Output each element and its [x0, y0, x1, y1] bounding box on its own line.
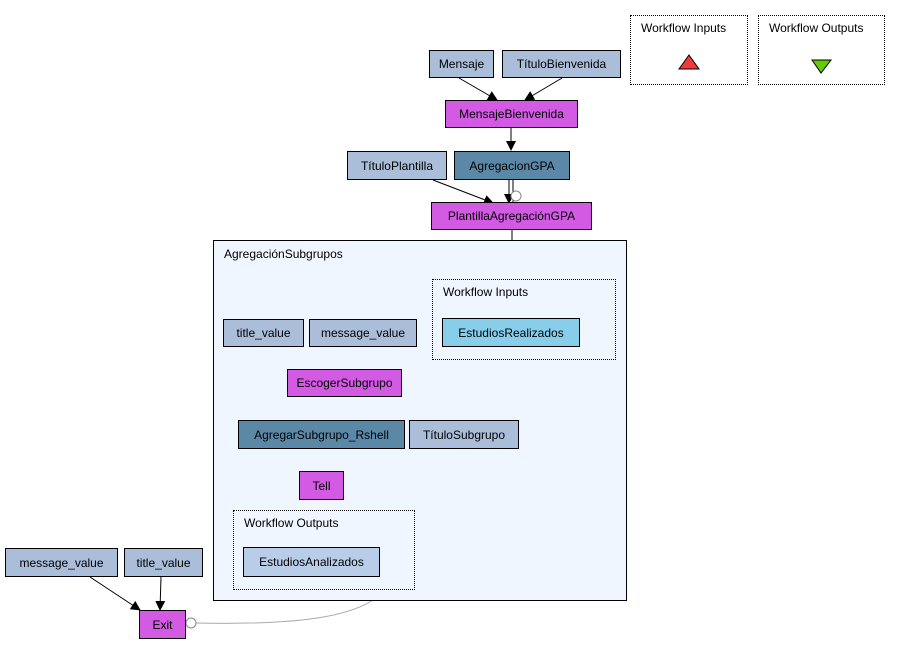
node-agregacion-gpa[interactable]: AgregacionGPA [454, 151, 570, 180]
node-titulo-subgrupo[interactable]: TítuloSubgrupo [409, 420, 519, 449]
node-tell[interactable]: Tell [299, 471, 344, 500]
node-title-value-outer[interactable]: title_value [124, 548, 203, 577]
node-agregar-subgrupo-rshell[interactable]: AgregarSubgrupo_Rshell [238, 420, 405, 449]
top-workflow-inputs-box [630, 15, 748, 85]
node-escoger-subgrupo[interactable]: EscogerSubgrupo [287, 369, 402, 397]
node-exit[interactable]: Exit [139, 610, 186, 639]
edge-mensaje-to-mensajebienvenida [458, 77, 498, 101]
node-mensaje-bienvenida[interactable]: MensajeBienvenida [445, 100, 578, 128]
edge-titulobienvenida-to-mensajebienvenida [524, 77, 563, 101]
sub-workflow-outputs-label: Workflow Outputs [244, 516, 339, 530]
edge-outer-messagevalue-to-exit [89, 576, 141, 611]
top-workflow-outputs-box [758, 15, 885, 85]
node-estudios-realizados[interactable]: EstudiosRealizados [442, 318, 580, 347]
node-titulo-plantilla[interactable]: TítuloPlantilla [347, 151, 447, 180]
node-estudios-analizados[interactable]: EstudiosAnalizados [243, 547, 380, 577]
sub-workflow-inputs-label: Workflow Inputs [443, 285, 529, 299]
port-circle-agregaciongpa [510, 190, 522, 202]
top-workflow-outputs-label: Workflow Outputs [769, 21, 864, 35]
node-message-value-outer[interactable]: message_value [5, 548, 118, 577]
node-plantilla-agregacion-gpa[interactable]: PlantillaAgregaciónGPA [431, 202, 592, 230]
node-mensaje[interactable]: Mensaje [429, 50, 494, 78]
top-input-triangle-icon [678, 54, 700, 70]
edge-outer-titlevalue-to-exit [155, 576, 166, 611]
node-title-value-inner[interactable]: title_value [223, 319, 304, 347]
edge-tituloplantilla-to-plantilla [432, 179, 494, 205]
sub-workflow-inputs-box [432, 279, 616, 360]
node-message-value-inner[interactable]: message_value [309, 319, 417, 347]
top-output-triangle-icon [811, 59, 833, 74]
node-titulo-bienvenida[interactable]: TítuloBienvenida [502, 50, 621, 78]
top-workflow-inputs-label: Workflow Inputs [641, 21, 727, 35]
port-circle-exit [185, 617, 197, 629]
subworkflow-label: AgregaciónSubgrupos [224, 247, 343, 261]
sub-workflow-outputs-box [233, 510, 415, 590]
